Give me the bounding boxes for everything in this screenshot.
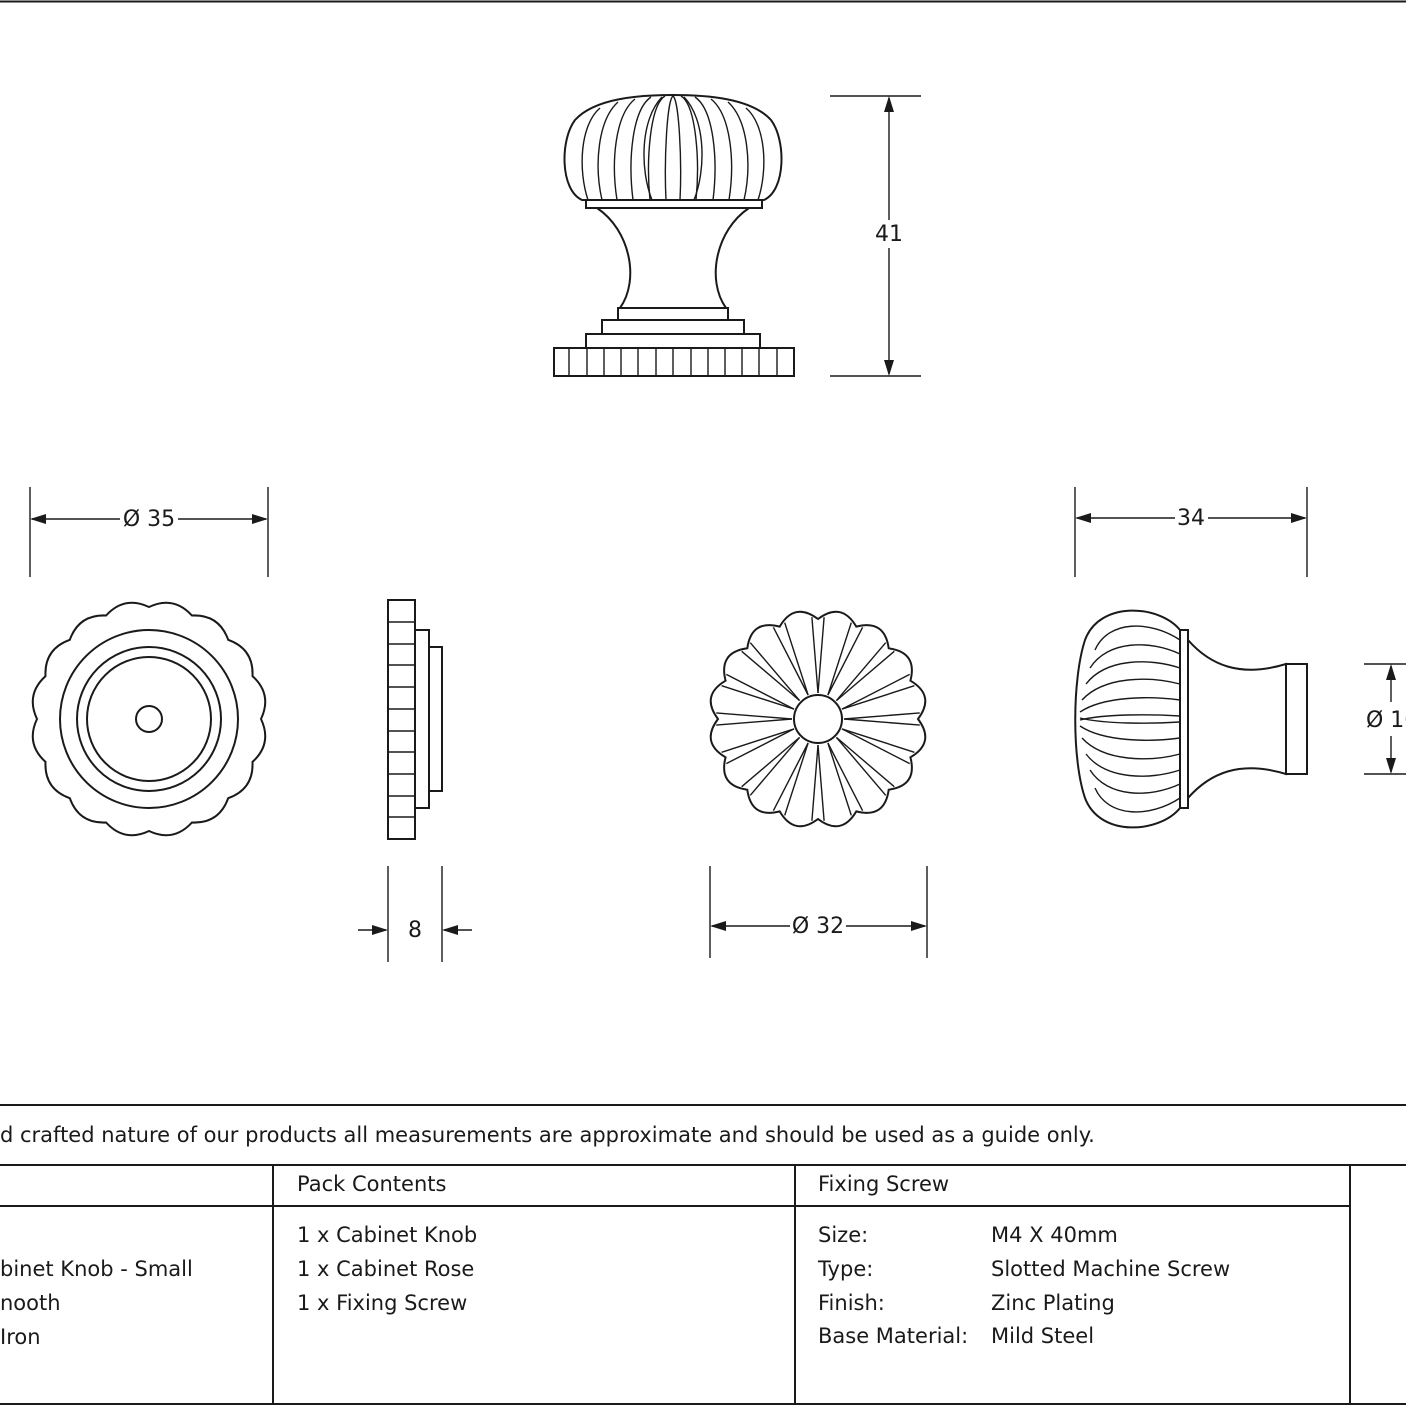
- flower-rib-line: [841, 728, 911, 765]
- pack-item: 1 x Cabinet Rose: [297, 1257, 475, 1281]
- rose-diameter-dimension: Ø 35: [29, 487, 269, 577]
- flower-rib-line: [817, 744, 825, 821]
- flower-rib-line: [811, 744, 819, 821]
- flower-rib-line: [749, 736, 801, 796]
- flower-rib-line: [843, 712, 920, 720]
- rose-front-view: [31, 601, 267, 837]
- spec-value: Slotted Machine Screw: [991, 1257, 1231, 1281]
- rose-diameter-label: Ø 35: [123, 507, 175, 532]
- flower-rib-line: [716, 718, 793, 726]
- flower-rib-line: [725, 673, 795, 710]
- flower-rib-line: [835, 736, 895, 788]
- knob-top-view: [709, 610, 927, 828]
- flower-rib-line: [716, 712, 793, 720]
- spec-value: M4 X 40mm: [991, 1223, 1118, 1247]
- pack-contents-header: Pack Contents: [297, 1172, 447, 1196]
- flower-rib-line: [741, 736, 801, 788]
- flower-rib-line: [835, 642, 887, 702]
- flower-rib-line: [725, 728, 795, 765]
- knob-diameter-dimension: Ø 32: [709, 866, 928, 958]
- flower-rib-line: [772, 742, 809, 812]
- product-finish: nooth: [0, 1291, 61, 1315]
- spec-label: Base Material:: [818, 1324, 969, 1348]
- pack-item: 1 x Cabinet Knob: [297, 1223, 478, 1247]
- product-name: binet Knob - Small: [0, 1257, 193, 1281]
- flower-rib-line: [827, 626, 864, 696]
- thickness-label: 8: [408, 918, 422, 943]
- flower-rib-line: [827, 742, 852, 816]
- thickness-dimension: 8: [358, 866, 472, 962]
- flower-rib-line: [817, 617, 825, 694]
- spec-label: Type:: [818, 1257, 874, 1281]
- title-block-lines: [0, 1104, 1406, 1405]
- spec-value: Zinc Plating: [991, 1291, 1115, 1315]
- knob-diameter-label: Ø 32: [792, 914, 844, 939]
- rose-side-view: [387, 599, 443, 840]
- flower-rib-line: [749, 642, 801, 702]
- measurement-note: d crafted nature of our products all mea…: [0, 1123, 1095, 1147]
- stem-diameter-dimension: Ø 16: [1364, 663, 1406, 775]
- spec-value: Mild Steel: [991, 1324, 1095, 1348]
- flower-rib-line: [827, 622, 852, 696]
- spec-label: Size:: [818, 1223, 869, 1247]
- flower-rib-line: [835, 736, 887, 796]
- flower-rib-line: [843, 718, 920, 726]
- front-elevation-view: [553, 93, 795, 377]
- flower-rib-line: [835, 650, 895, 702]
- flower-rib-line: [772, 626, 809, 696]
- projection-dimension: 34: [1074, 487, 1308, 577]
- flower-rib-line: [841, 685, 915, 710]
- projection-label: 34: [1177, 506, 1205, 531]
- height-dimension: 41: [830, 95, 921, 377]
- flower-rib-line: [741, 650, 801, 702]
- spec-label: Finish:: [818, 1291, 885, 1315]
- flower-rib-line: [841, 728, 915, 753]
- flower-rib-line: [811, 617, 819, 694]
- flower-rib-line: [721, 685, 795, 710]
- flower-rib-line: [827, 742, 864, 812]
- flower-rib-line: [721, 728, 795, 753]
- product-material: Iron: [0, 1325, 41, 1349]
- flower-rib-line: [841, 673, 911, 710]
- stem-diameter-label: Ø 16: [1366, 708, 1406, 733]
- knob-side-view: [1074, 609, 1308, 829]
- height-label: 41: [875, 222, 903, 247]
- flower-rib-line: [784, 742, 809, 816]
- pack-item: 1 x Fixing Screw: [297, 1291, 468, 1315]
- fixing-screw-header: Fixing Screw: [818, 1172, 950, 1196]
- flower-rib-line: [784, 622, 809, 696]
